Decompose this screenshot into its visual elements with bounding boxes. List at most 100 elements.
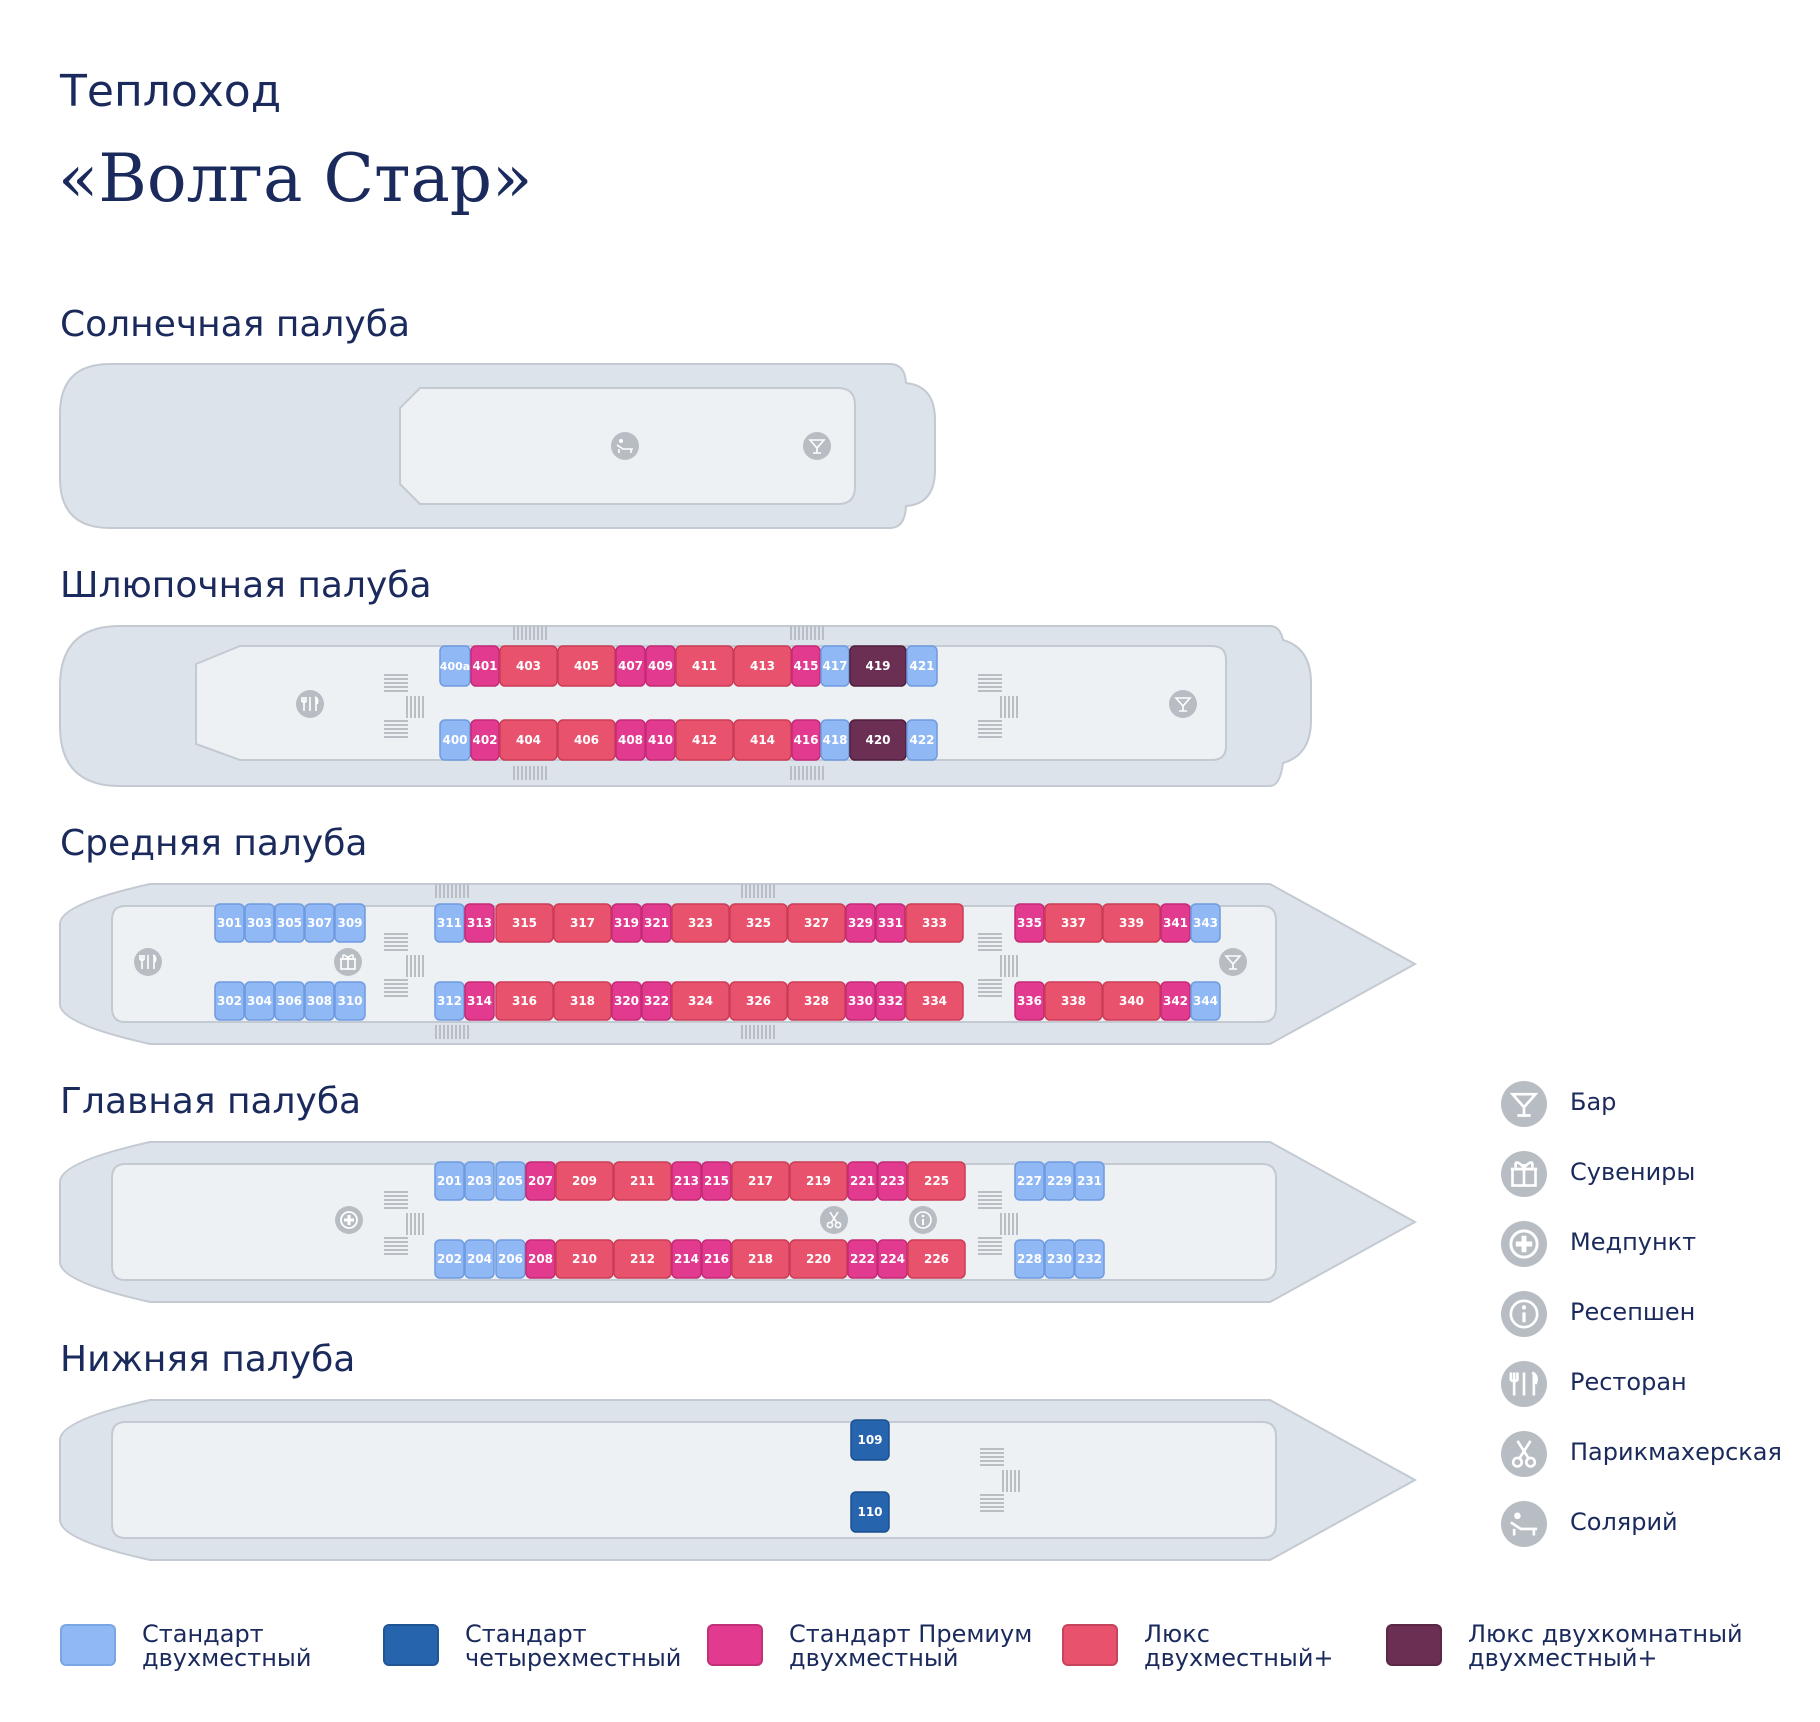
cabin-222[interactable]: 222: [847, 1239, 878, 1279]
cabin-box[interactable]: [244, 903, 275, 943]
cabin-box[interactable]: [877, 1239, 908, 1279]
cabin-302[interactable]: 302: [214, 981, 245, 1021]
cabin-216[interactable]: 216: [701, 1239, 732, 1279]
cabin-209[interactable]: 209: [555, 1161, 614, 1201]
cabin-box[interactable]: [850, 1419, 890, 1461]
cabin-box[interactable]: [789, 1161, 848, 1201]
cabin-301[interactable]: 301: [214, 903, 245, 943]
cabin-224[interactable]: 224: [877, 1239, 908, 1279]
cabin-418[interactable]: 418: [820, 719, 850, 761]
cabin-box[interactable]: [615, 719, 646, 761]
cabin-311[interactable]: 311: [434, 903, 465, 943]
cabin-305[interactable]: 305: [274, 903, 305, 943]
cabin-box[interactable]: [820, 645, 850, 687]
cabin-box[interactable]: [214, 903, 245, 943]
cabin-109[interactable]: 109: [850, 1419, 890, 1461]
cabin-422[interactable]: 422: [906, 719, 938, 761]
cabin-409[interactable]: 409: [645, 645, 676, 687]
cabin-412[interactable]: 412: [675, 719, 734, 761]
cabin-304[interactable]: 304: [244, 981, 275, 1021]
cabin-307[interactable]: 307: [304, 903, 335, 943]
cabin-334[interactable]: 334: [905, 981, 964, 1021]
cabin-box[interactable]: [613, 1239, 672, 1279]
cabin-box[interactable]: [555, 1239, 614, 1279]
cabin-319[interactable]: 319: [611, 903, 642, 943]
cabin-318[interactable]: 318: [553, 981, 612, 1021]
cabin-box[interactable]: [731, 1239, 790, 1279]
cabin-box[interactable]: [464, 1161, 495, 1201]
cabin-205[interactable]: 205: [495, 1161, 526, 1201]
cabin-box[interactable]: [1102, 981, 1161, 1021]
cabin-333[interactable]: 333: [905, 903, 964, 943]
cabin-box[interactable]: [1160, 903, 1191, 943]
cabin-202[interactable]: 202: [434, 1239, 465, 1279]
cabin-box[interactable]: [434, 981, 465, 1021]
cabin-box[interactable]: [789, 1239, 848, 1279]
cabin-box[interactable]: [274, 903, 305, 943]
cabin-416[interactable]: 416: [791, 719, 821, 761]
cabin-box[interactable]: [875, 981, 906, 1021]
cabin-400[interactable]: 400: [439, 719, 471, 761]
cabin-box[interactable]: [849, 719, 907, 761]
cabin-210[interactable]: 210: [555, 1239, 614, 1279]
cabin-340[interactable]: 340: [1102, 981, 1161, 1021]
cabin-box[interactable]: [304, 981, 335, 1021]
cabin-box[interactable]: [611, 981, 642, 1021]
cabin-box[interactable]: [906, 645, 938, 687]
cabin-box[interactable]: [1074, 1239, 1105, 1279]
cabin-401[interactable]: 401: [470, 645, 500, 687]
cabin-322[interactable]: 322: [641, 981, 672, 1021]
cabin-box[interactable]: [495, 981, 554, 1021]
cabin-box[interactable]: [439, 719, 471, 761]
cabin-226[interactable]: 226: [907, 1239, 966, 1279]
cabin-box[interactable]: [847, 1239, 878, 1279]
cabin-box[interactable]: [850, 1491, 890, 1533]
cabin-box[interactable]: [470, 719, 500, 761]
cabin-337[interactable]: 337: [1044, 903, 1103, 943]
cabin-box[interactable]: [729, 903, 788, 943]
cabin-411[interactable]: 411: [675, 645, 734, 687]
cabin-box[interactable]: [434, 1239, 465, 1279]
cabin-box[interactable]: [334, 903, 366, 943]
cabin-223[interactable]: 223: [877, 1161, 908, 1201]
cabin-323[interactable]: 323: [671, 903, 730, 943]
cabin-box[interactable]: [499, 645, 558, 687]
cabin-box[interactable]: [645, 719, 676, 761]
cabin-box[interactable]: [525, 1239, 556, 1279]
cabin-309[interactable]: 309: [334, 903, 366, 943]
cabin-321[interactable]: 321: [641, 903, 672, 943]
cabin-box[interactable]: [905, 903, 964, 943]
cabin-316[interactable]: 316: [495, 981, 554, 1021]
cabin-box[interactable]: [1014, 981, 1045, 1021]
cabin-box[interactable]: [1044, 1239, 1075, 1279]
cabin-box[interactable]: [304, 903, 335, 943]
cabin-box[interactable]: [1160, 981, 1191, 1021]
cabin-336[interactable]: 336: [1014, 981, 1045, 1021]
cabin-box[interactable]: [849, 645, 907, 687]
cabin-box[interactable]: [820, 719, 850, 761]
cabin-405[interactable]: 405: [557, 645, 616, 687]
cabin-box[interactable]: [495, 1161, 526, 1201]
cabin-box[interactable]: [787, 903, 846, 943]
cabin-box[interactable]: [791, 719, 821, 761]
cabin-332[interactable]: 332: [875, 981, 906, 1021]
cabin-box[interactable]: [641, 981, 672, 1021]
cabin-207[interactable]: 207: [525, 1161, 556, 1201]
cabin-212[interactable]: 212: [613, 1239, 672, 1279]
cabin-box[interactable]: [1190, 981, 1221, 1021]
cabin-331[interactable]: 331: [875, 903, 906, 943]
cabin-box[interactable]: [495, 1239, 526, 1279]
cabin-box[interactable]: [847, 1161, 878, 1201]
cabin-box[interactable]: [244, 981, 275, 1021]
cabin-box[interactable]: [1044, 1161, 1075, 1201]
cabin-419[interactable]: 419: [849, 645, 907, 687]
cabin-312[interactable]: 312: [434, 981, 465, 1021]
cabin-206[interactable]: 206: [495, 1239, 526, 1279]
cabin-box[interactable]: [877, 1161, 908, 1201]
cabin-228[interactable]: 228: [1014, 1239, 1045, 1279]
cabin-box[interactable]: [641, 903, 672, 943]
cabin-box[interactable]: [557, 719, 616, 761]
cabin-box[interactable]: [1014, 903, 1045, 943]
cabin-344[interactable]: 344: [1190, 981, 1221, 1021]
cabin-box[interactable]: [557, 645, 616, 687]
